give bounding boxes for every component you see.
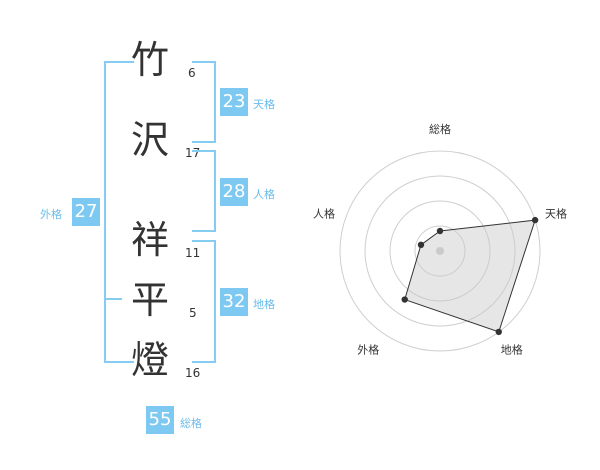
soukaku-value-badge: 55 (146, 406, 174, 434)
radar-axis-label: 総格 (429, 122, 451, 136)
radar-data-point (417, 241, 425, 249)
radar-axis-label: 外格 (357, 343, 379, 357)
radar-axis-label: 地格 (501, 343, 523, 357)
radar-data-point (495, 328, 502, 336)
tenkaku-bracket (192, 61, 216, 143)
radar-axis-label: 人格 (313, 206, 335, 220)
radar-data-point (401, 296, 408, 303)
soukaku-label: 総格 (180, 417, 202, 430)
tenkaku-value-badge: 23 (220, 88, 248, 116)
stroke-count-3: 11 (185, 246, 201, 260)
gaikaku-value-badge: 27 (72, 198, 100, 226)
radar-center-dot (436, 247, 444, 255)
jinkaku-bracket (192, 150, 216, 232)
radar-data-polygon (404, 219, 536, 333)
gaikaku-bracket (104, 61, 134, 363)
gaikaku-label: 外格 (40, 208, 62, 221)
chikaku-value-badge: 32 (220, 288, 248, 316)
chikaku-label: 地格 (253, 298, 275, 311)
chikaku-bracket (192, 240, 216, 363)
stroke-count-1: 6 (188, 66, 196, 80)
jinkaku-value-badge: 28 (220, 178, 248, 206)
radar-data-point (436, 227, 444, 235)
stroke-count-5: 16 (185, 366, 201, 380)
stroke-count-4: 5 (189, 306, 197, 320)
name-char-5: 燈 (130, 338, 169, 382)
radar-axis-label: 天格 (545, 206, 567, 220)
radar-data-point (531, 216, 539, 224)
name-char-2: 沢 (130, 118, 169, 162)
jinkaku-label: 人格 (253, 188, 275, 201)
gaikaku-bracket-tick (104, 298, 122, 300)
name-char-3: 祥 (130, 218, 169, 262)
name-char-4: 平 (130, 278, 169, 322)
name-char-1: 竹 (130, 38, 169, 82)
tenkaku-label: 天格 (253, 98, 275, 111)
stroke-count-2: 17 (185, 146, 201, 160)
